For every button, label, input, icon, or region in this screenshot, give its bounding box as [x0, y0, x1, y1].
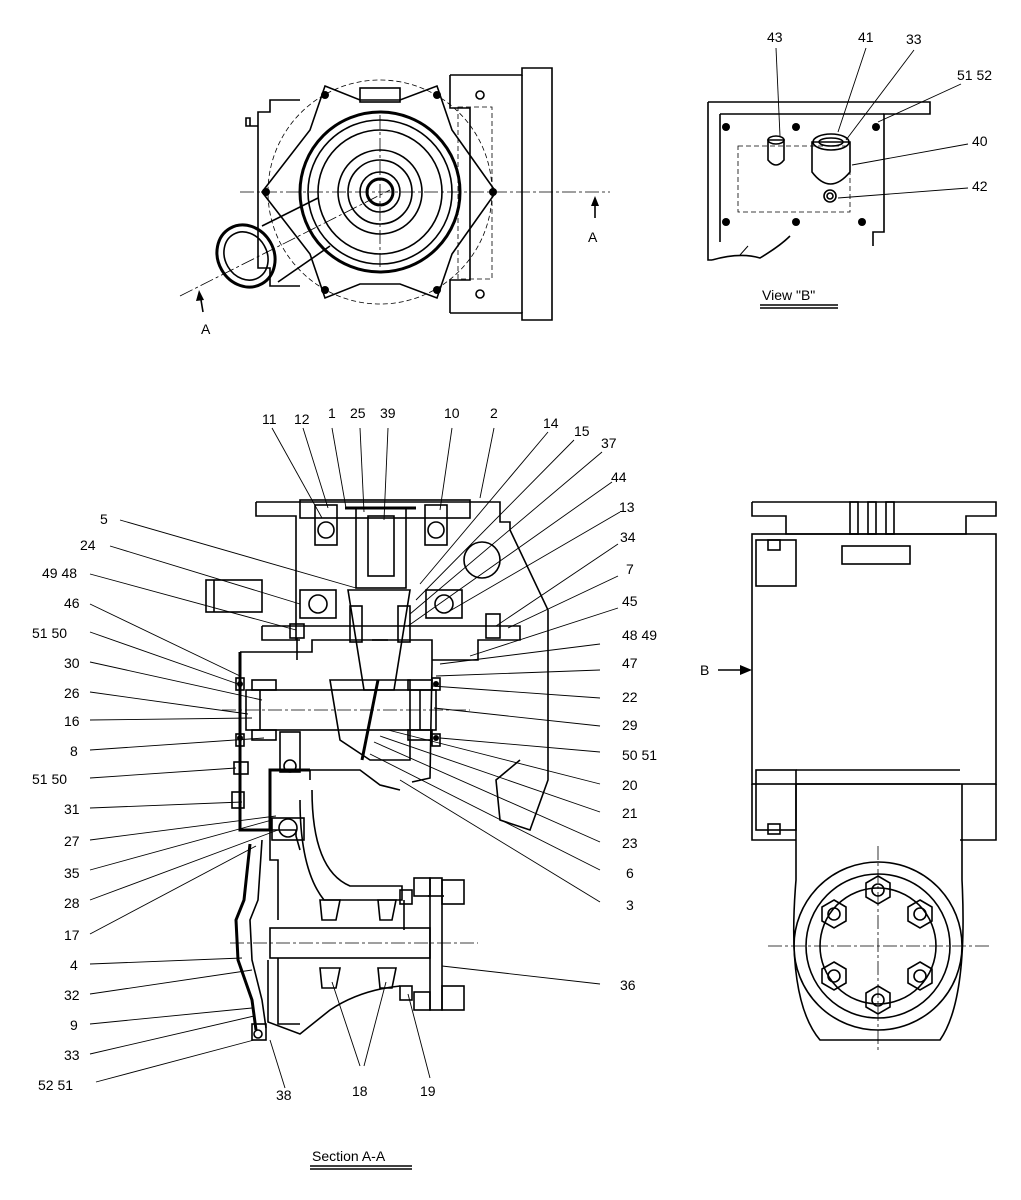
sec-callout-37: 37	[601, 435, 617, 451]
sec-callout-8: 8	[70, 743, 78, 759]
sec-callout-1: 1	[328, 405, 336, 421]
sec-callout-25: 25	[350, 405, 366, 421]
section-aa-drawing	[89, 427, 621, 1170]
view-b-callout-40: 40	[972, 133, 988, 149]
sec-callout-48-49: 48 49	[622, 627, 657, 643]
view-b-callout-43: 43	[767, 29, 783, 45]
sec-callout-22: 22	[622, 689, 638, 705]
sec-callout-47: 47	[622, 655, 638, 671]
sec-callout-49-48: 49 48	[42, 565, 77, 581]
view-b-callout-42: 42	[972, 178, 988, 194]
view-mark-b: B	[700, 662, 709, 678]
sec-callout-28: 28	[64, 895, 80, 911]
sec-callout-6: 6	[626, 865, 634, 881]
sec-callout-50-51: 50 51	[622, 747, 657, 763]
sec-callout-9: 9	[70, 1017, 78, 1033]
sec-callout-32: 32	[64, 987, 80, 1003]
sec-callout-36: 36	[620, 977, 636, 993]
sec-callout-34: 34	[620, 529, 636, 545]
sec-callout-14: 14	[543, 415, 559, 431]
view-b-callout-41: 41	[858, 29, 874, 45]
sec-callout-10: 10	[444, 405, 460, 421]
side-view-bolts	[821, 875, 933, 1015]
top-view	[179, 67, 610, 321]
sec-callout-20: 20	[622, 777, 638, 793]
section-aa-title: Section A-A	[312, 1148, 386, 1164]
sec-callout-17: 17	[64, 927, 80, 943]
sec-callout-35: 35	[64, 865, 80, 881]
sec-callout-5: 5	[100, 511, 108, 527]
sec-callout-52-51: 52 51	[38, 1077, 73, 1093]
sec-callout-24: 24	[80, 537, 96, 553]
sec-callout-30: 30	[64, 655, 80, 671]
view-b-title: View "B"	[762, 287, 815, 303]
sec-callout-45: 45	[622, 593, 638, 609]
sec-callout-12: 12	[294, 411, 310, 427]
sec-callout-39: 39	[380, 405, 396, 421]
sec-callout-11: 11	[262, 411, 277, 427]
sec-callout-21: 21	[622, 805, 638, 821]
view-b-callout-33: 33	[906, 31, 922, 47]
sec-callout-38: 38	[276, 1087, 292, 1103]
view-b-callout-51-52: 51 52	[957, 67, 992, 83]
sec-callout-3: 3	[626, 897, 634, 913]
sec-callout-2: 2	[490, 405, 498, 421]
sec-callout-13: 13	[619, 499, 635, 515]
sec-callout-51-50-lower: 51 50	[32, 771, 67, 787]
sec-callout-51-50-upper: 51 50	[32, 625, 67, 641]
side-view-drawing	[718, 501, 997, 1052]
sec-callout-29: 29	[622, 717, 638, 733]
section-mark-a-right: A	[588, 229, 598, 245]
sec-callout-18: 18	[352, 1083, 368, 1099]
sec-callout-27: 27	[64, 833, 80, 849]
sec-callout-33: 33	[64, 1047, 80, 1063]
view-b-drawing	[707, 47, 969, 309]
sec-callout-4: 4	[70, 957, 78, 973]
sec-callout-26: 26	[64, 685, 80, 701]
sec-callout-44: 44	[611, 469, 627, 485]
sec-callout-46: 46	[64, 595, 80, 611]
sec-callout-31: 31	[64, 801, 80, 817]
sec-callout-15: 15	[574, 423, 590, 439]
sec-callout-7: 7	[626, 561, 634, 577]
section-mark-a-left: A	[201, 321, 211, 337]
sec-callout-23: 23	[622, 835, 638, 851]
sec-callout-19: 19	[420, 1083, 436, 1099]
sec-callout-16: 16	[64, 713, 80, 729]
